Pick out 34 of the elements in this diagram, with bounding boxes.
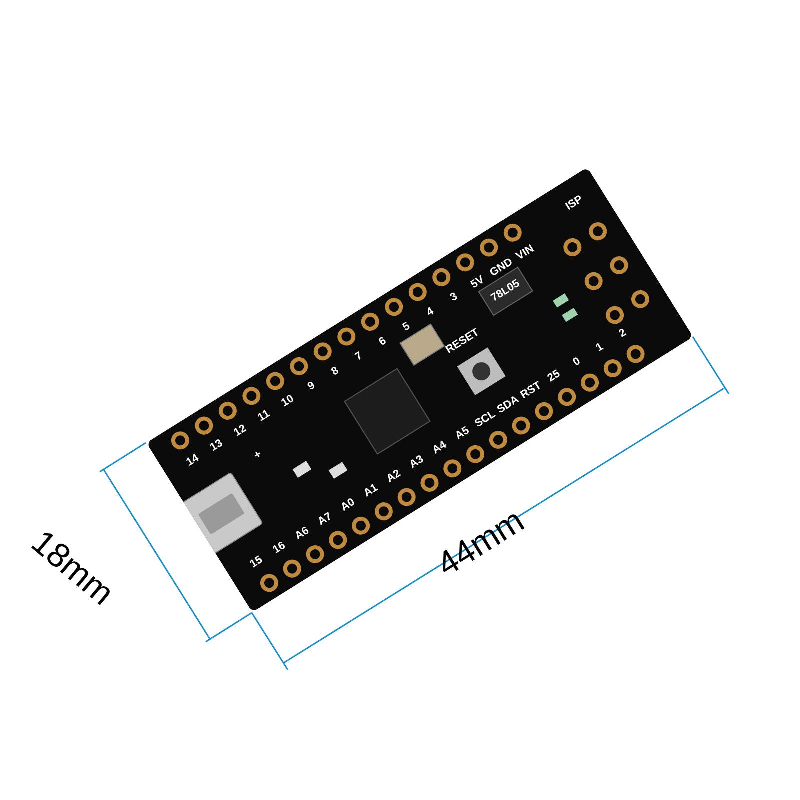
pin-label: A1 [362,482,380,500]
pin-label: 16 [272,540,288,556]
pin-label: 5V [469,274,487,292]
pin-label: 9 [306,380,318,394]
pin-label: 2 [618,328,629,340]
pin-label: 5 [401,321,412,334]
pin-label: SDA [496,394,522,416]
pin-label: 4 [425,306,436,319]
pin-label: A7 [316,511,334,528]
pin-label: 8 [330,366,342,378]
pin-label: A3 [408,454,426,471]
pin-label: A0 [339,497,358,514]
pin-label: A5 [454,426,472,442]
pin-label: 14 [185,453,202,469]
pin-label: GND [488,256,516,280]
pin-label: 7 [354,350,365,364]
pin-label: 11 [256,408,272,424]
pin-label: ISP [564,194,586,214]
pin-label: 6 [378,336,389,349]
pin-label: 0 [572,356,583,369]
pin-label: 1 [594,342,606,354]
polarity-mark: + [252,449,264,462]
pin-label: 15 [248,554,265,571]
pin-label: 3 [448,292,460,304]
pin-label: 25 [546,368,563,385]
pin-label: A2 [385,468,403,486]
pin-label: A4 [431,440,449,457]
pin-label: 10 [280,394,296,410]
pin-label: A6 [294,526,312,543]
pin-label: 12 [232,423,249,440]
pin-label: VIN [514,244,536,263]
pin-label: 13 [208,438,225,454]
pin-label: SCL [473,409,498,430]
pin-label: RST [519,380,544,402]
